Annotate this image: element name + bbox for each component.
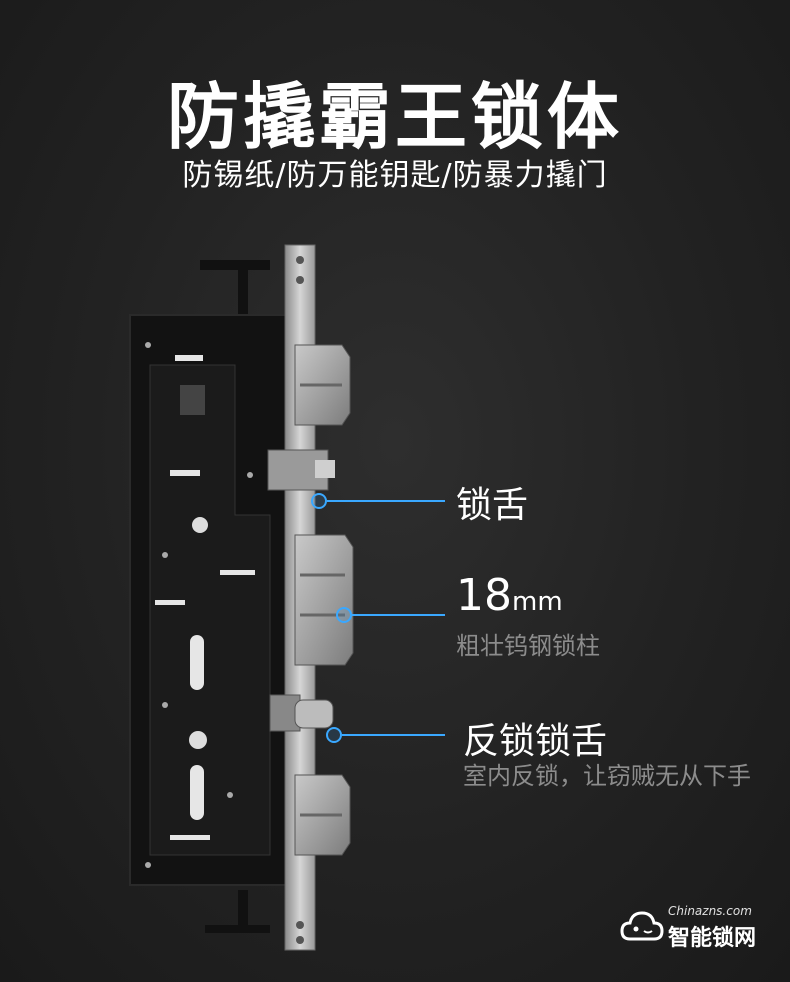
callout-deadlock-label: 反锁锁舌: [463, 721, 608, 762]
callout-bolt-sublabel: 粗壮钨钢锁柱: [456, 632, 600, 660]
callout-bolt-line: [352, 614, 445, 616]
logo-name: 智能锁网: [668, 926, 757, 951]
page-subtitle: 防锡纸/防万能钥匙/防暴力撬门: [182, 158, 608, 193]
callout-deadlock-line: [342, 734, 445, 736]
page-title: 防撬霸王锁体: [166, 75, 623, 159]
callout-deadlock-sublabel: 室内反锁，让窃贼无从下手: [463, 762, 751, 790]
callout-bolt-label: 18mm: [456, 570, 563, 621]
bolt-diameter-value: 18: [456, 570, 512, 621]
cloud-icon: [620, 911, 664, 941]
mortise-lock-illustration: [129, 244, 354, 951]
callout-bolt-dot: [336, 607, 352, 623]
bolt-diameter-unit: mm: [512, 587, 563, 617]
callout-latch-dot: [311, 493, 327, 509]
site-logo: Chinazns.com 智能锁网: [620, 902, 770, 952]
callout-latch-label: 锁舌: [456, 485, 529, 526]
callout-deadlock-dot: [326, 727, 342, 743]
logo-domain: Chinazns.com: [668, 904, 752, 918]
callout-latch-line: [327, 500, 445, 502]
